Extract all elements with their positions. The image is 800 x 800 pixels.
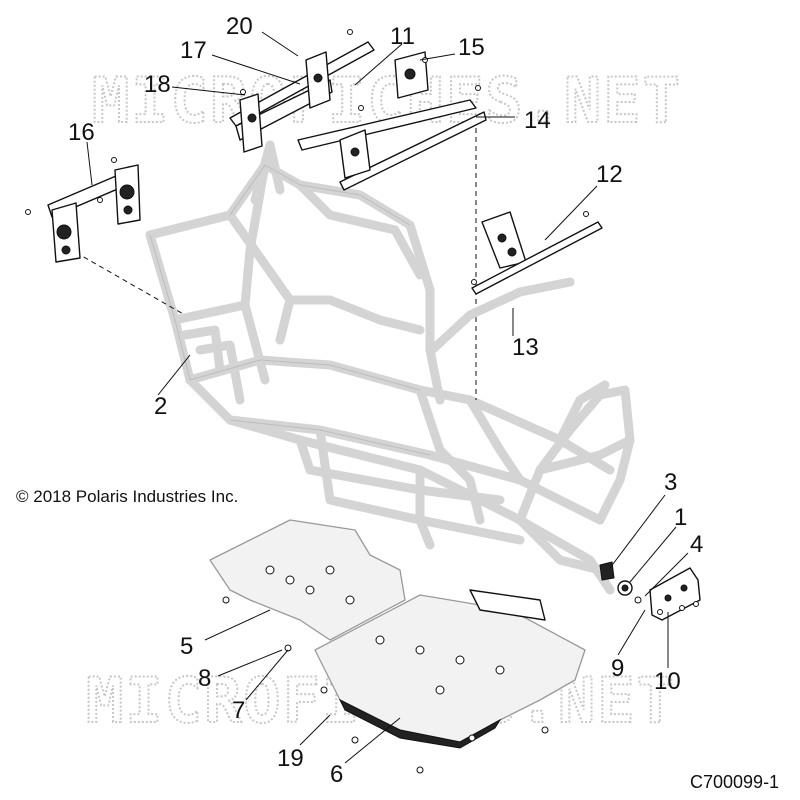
chassis-frame <box>145 140 635 595</box>
side-mount-hardware <box>599 561 701 621</box>
alignment-line-16 <box>67 247 186 316</box>
rear-brace-13 <box>427 277 575 355</box>
callout-18: 18 <box>144 71 171 98</box>
callout-3: 3 <box>664 469 677 496</box>
callout-11: 11 <box>390 23 415 50</box>
callout-2: 2 <box>154 393 167 420</box>
front-bracket-assembly-16 <box>25 157 141 263</box>
callout-16: 16 <box>68 119 95 146</box>
rear-bracket-12 <box>471 211 603 295</box>
fastener-19 <box>320 686 328 694</box>
main-skid-plate-6 <box>314 589 586 774</box>
copyright-notice: © 2018 Polaris Industries Inc. <box>16 487 238 506</box>
callout-1: 1 <box>674 504 687 531</box>
callout-19: 19 <box>277 745 304 772</box>
leader-lines <box>86 31 689 764</box>
fastener-8 <box>284 644 292 652</box>
callout-20: 20 <box>226 13 253 40</box>
callout-15: 15 <box>458 34 485 61</box>
callout-10: 10 <box>654 668 681 695</box>
callout-8: 8 <box>198 665 211 692</box>
diagram-code: C700099-1 <box>690 772 779 792</box>
callout-13: 13 <box>512 334 539 361</box>
upper-crossbar-assembly <box>229 29 487 191</box>
front-skid-plate-5 <box>209 519 406 641</box>
callout-12: 12 <box>596 161 623 188</box>
callout-14: 14 <box>524 107 551 134</box>
callout-7: 7 <box>232 697 245 724</box>
callout-5: 5 <box>180 633 193 660</box>
callout-4: 4 <box>690 531 703 558</box>
callout-17: 17 <box>180 37 207 64</box>
callout-9: 9 <box>611 655 624 682</box>
callout-6: 6 <box>330 761 343 788</box>
